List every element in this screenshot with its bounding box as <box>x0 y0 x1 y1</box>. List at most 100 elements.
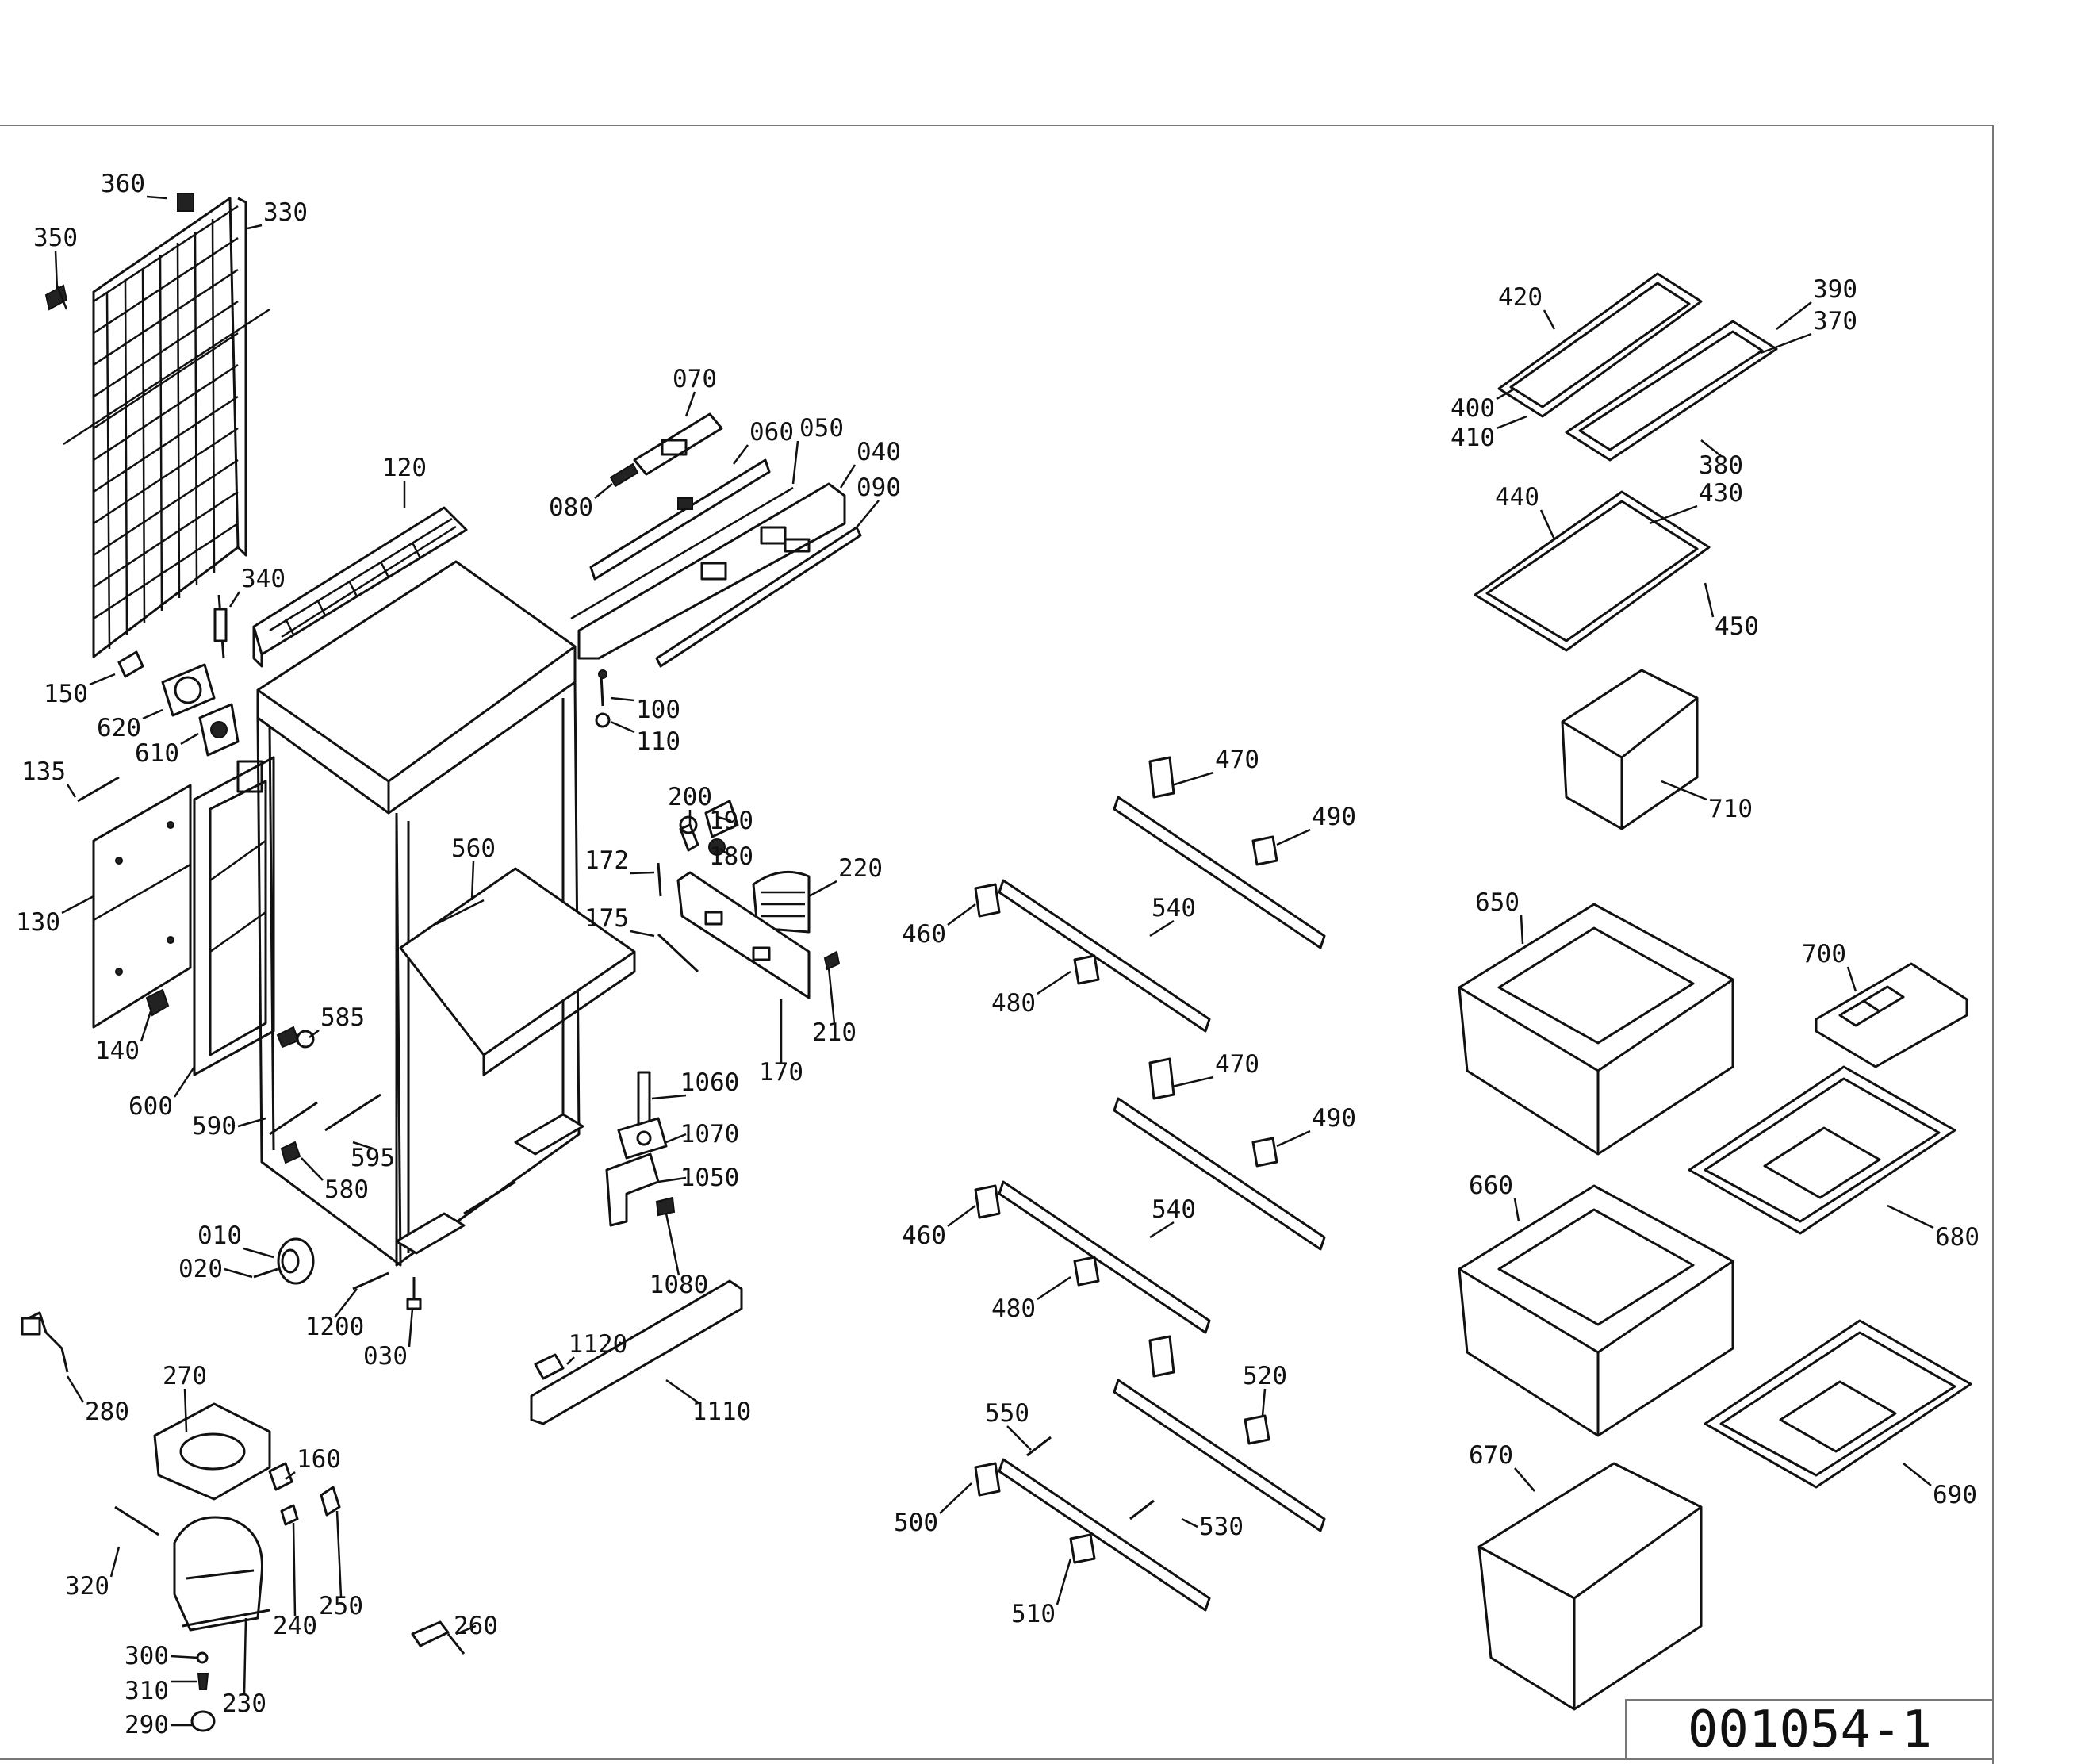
part-number-label: 1080 <box>650 1271 709 1299</box>
part-number-label: 172 <box>584 846 629 875</box>
part-number-label: 360 <box>101 170 145 198</box>
part-number-label: 240 <box>273 1612 317 1640</box>
top-grille-120 <box>252 506 468 668</box>
part-number-label: 680 <box>1935 1223 1979 1252</box>
drawing-frame <box>0 125 1994 1764</box>
relay-160 <box>268 1462 293 1491</box>
callout-leader <box>791 440 799 485</box>
shelf-430 <box>1474 490 1711 652</box>
display-board-060 <box>589 458 771 581</box>
part-number-label: 180 <box>709 842 753 871</box>
part-number-label: 580 <box>324 1175 369 1204</box>
part-number-label: 1050 <box>680 1164 740 1192</box>
part-number-label: 430 <box>1699 479 1743 508</box>
callout-leader <box>566 1356 575 1365</box>
callout-leader <box>285 1471 296 1480</box>
clip-360 <box>177 193 194 212</box>
callout-leader <box>1704 582 1715 618</box>
callout-leader <box>665 1133 687 1144</box>
callout-leader <box>334 1288 358 1318</box>
tray-frame-680 <box>1688 1065 1956 1235</box>
callout-leader <box>455 1624 477 1636</box>
callout-leader <box>1171 1076 1214 1088</box>
leveling-foot-030 <box>406 1277 422 1310</box>
part-number-label: 1200 <box>305 1313 365 1341</box>
part-number-label: 410 <box>1451 424 1495 452</box>
part-number-label: 585 <box>320 1003 365 1032</box>
part-number-label: 420 <box>1498 283 1543 312</box>
callout-leader <box>54 250 59 290</box>
part-number-label: 450 <box>1715 612 1759 641</box>
grommet-240 <box>280 1504 299 1526</box>
callout-leader <box>1760 332 1812 355</box>
part-number-label: 520 <box>1243 1362 1287 1390</box>
part-number-label: 080 <box>549 493 593 522</box>
part-number-label: 160 <box>297 1445 341 1474</box>
part-number-label: 710 <box>1708 795 1753 823</box>
part-number-label: 590 <box>192 1112 236 1141</box>
part-number-label: 260 <box>454 1612 498 1640</box>
part-number-label: 600 <box>128 1092 173 1121</box>
part-number-label: 470 <box>1215 1050 1259 1079</box>
hinge-1070 <box>617 1117 668 1160</box>
part-number-label: 540 <box>1152 1195 1196 1224</box>
callout-leader <box>1903 1463 1932 1486</box>
callout-leader <box>1056 1558 1072 1605</box>
condenser-coil <box>63 197 270 658</box>
callout-leader <box>237 1117 266 1128</box>
callout-leader <box>309 1030 320 1038</box>
screw-585 <box>276 1026 315 1049</box>
compressor-230 <box>173 1516 270 1632</box>
rail-set-3 <box>974 1335 1326 1612</box>
callout-leader <box>947 1204 976 1228</box>
part-number-label: 510 <box>1011 1600 1056 1628</box>
callout-leader <box>243 1247 274 1259</box>
part-number-label: 1120 <box>569 1330 628 1359</box>
cord-280 <box>21 1311 69 1373</box>
part-number-label: 175 <box>584 904 629 933</box>
kick-plate-1110 <box>530 1279 743 1425</box>
part-number-label: 460 <box>902 1221 946 1250</box>
part-number-label: 490 <box>1312 1104 1356 1133</box>
callout-leader <box>1539 509 1556 540</box>
rod-172 <box>657 862 662 897</box>
part-number-label: 660 <box>1469 1172 1513 1200</box>
part-number-label: 670 <box>1469 1441 1513 1470</box>
part-number-label: 230 <box>222 1689 266 1718</box>
trim-strip-050 <box>570 486 794 620</box>
callout-leader <box>630 871 655 875</box>
callout-leader <box>228 591 241 608</box>
part-number-label: 1070 <box>680 1120 740 1149</box>
callout-leader <box>1649 504 1698 525</box>
part-number-label: 460 <box>902 920 946 949</box>
part-number-label: 190 <box>709 807 753 835</box>
part-140 <box>145 988 170 1017</box>
callout-leader <box>947 903 976 926</box>
drawing-number: 001054-1 <box>1688 1701 1932 1759</box>
part-number-label: 220 <box>838 854 883 883</box>
part-number-label: 070 <box>673 365 717 393</box>
glass-shelf-560 <box>399 867 636 1076</box>
drawer-650 <box>1458 903 1734 1156</box>
callout-leader <box>630 930 655 938</box>
part-number-label: 480 <box>991 1294 1036 1323</box>
callout-leader <box>66 784 77 798</box>
part-number-label: 060 <box>749 418 794 447</box>
callout-leader <box>301 1157 324 1181</box>
callout-leader <box>1520 915 1524 945</box>
callout-leader <box>142 708 163 720</box>
seal-590 <box>269 1101 318 1136</box>
label-strip-090 <box>655 526 862 668</box>
callout-leader <box>408 1308 414 1348</box>
callout-leader <box>224 1267 253 1279</box>
callout-leader <box>1496 387 1516 401</box>
callout-leader <box>352 1141 374 1150</box>
part-number-label: 020 <box>178 1255 223 1283</box>
callout-leader <box>1543 309 1556 330</box>
callout-leader <box>243 1617 247 1695</box>
part-number-label: 150 <box>44 680 88 708</box>
part-number-label: 280 <box>85 1398 129 1426</box>
screw-1080 <box>655 1196 676 1217</box>
callout-leader <box>170 1655 199 1659</box>
